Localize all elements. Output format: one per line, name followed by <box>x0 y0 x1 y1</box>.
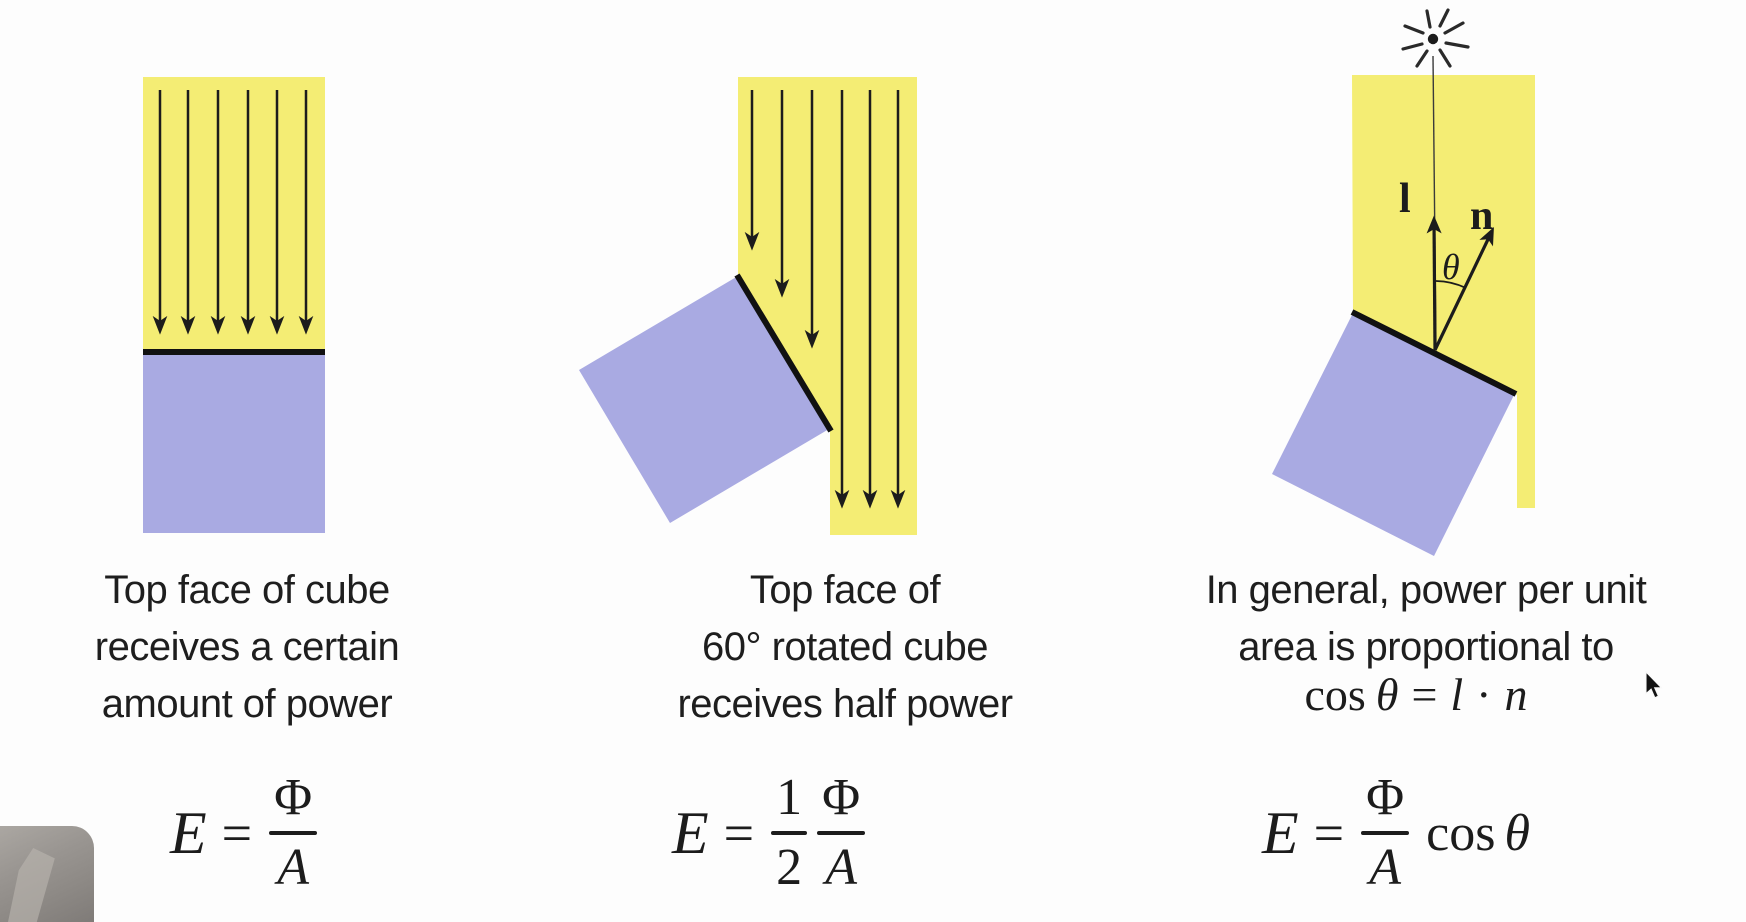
caption-left: Top face of cube receives a certain amou… <box>27 562 467 733</box>
light-rays-middle <box>744 90 906 509</box>
label-theta: θ <box>1442 247 1460 287</box>
video-overlay-corner <box>0 826 94 922</box>
panel-left-diagram <box>143 77 325 533</box>
theta-term: θ <box>1375 669 1399 720</box>
lit-surface-right <box>1350 309 1518 397</box>
label-n: n <box>1470 193 1493 239</box>
fraction-phi-over-A: Φ A <box>1361 769 1410 896</box>
cube-middle-rotated <box>579 276 829 523</box>
irradiance-symbol: E <box>170 799 207 866</box>
n-term: n <box>1504 669 1528 720</box>
label-l: l <box>1399 176 1411 222</box>
caption-line: In general, power per unit <box>1205 568 1647 612</box>
light-beam-left <box>143 77 325 353</box>
numerator-one: 1 <box>776 769 803 826</box>
cube-left <box>143 355 325 533</box>
formula-middle: E = 1 2 Φ A <box>672 762 866 904</box>
caption-line: amount of power <box>101 682 393 726</box>
caption-line: receives half power <box>677 682 1013 726</box>
caption-line: 60° rotated cube <box>702 625 988 669</box>
lit-surface-middle <box>734 273 834 433</box>
cos-term: cos <box>1304 669 1366 720</box>
overlay-highlight <box>8 848 55 922</box>
irradiance-symbol: E <box>672 799 709 866</box>
equals-sign: = <box>723 803 755 863</box>
flux-symbol: Φ <box>822 769 861 826</box>
denominator-two: 2 <box>776 839 803 896</box>
equals-sign: = <box>1411 669 1438 720</box>
mouse-pointer-icon <box>1645 670 1663 699</box>
area-symbol: A <box>1369 839 1402 896</box>
area-symbol: A <box>825 839 858 896</box>
flux-symbol: Φ <box>1366 769 1405 826</box>
equals-sign: = <box>221 803 253 863</box>
fraction-bar <box>1361 831 1410 835</box>
panel-middle-diagram <box>579 77 917 535</box>
formula-left: E = Φ A <box>170 762 318 904</box>
fraction-phi-over-A: Φ A <box>269 769 318 896</box>
sunburst-icon <box>1401 8 1470 68</box>
light-rays-left <box>152 90 314 335</box>
theta-angle-arc <box>1435 280 1467 289</box>
panel-right-diagram: l n θ <box>1272 8 1535 556</box>
l-term: l <box>1450 669 1464 720</box>
flux-symbol: Φ <box>274 769 313 826</box>
caption-right: In general, power per unit area is propo… <box>1146 562 1706 676</box>
fraction-bar <box>269 831 318 835</box>
fraction-bar <box>771 831 808 835</box>
caption-line: Top face of <box>749 568 941 612</box>
light-vector-l <box>1426 215 1442 351</box>
fraction-bar <box>817 831 866 835</box>
area-symbol: A <box>277 839 310 896</box>
equals-sign: = <box>1313 803 1345 863</box>
irradiance-symbol: E <box>1262 799 1299 866</box>
caption-middle: Top face of 60° rotated cube receives ha… <box>625 562 1065 733</box>
fraction-one-half: 1 2 <box>771 769 808 896</box>
normal-vector-n <box>1433 226 1494 351</box>
cube-right-rotated <box>1272 313 1515 556</box>
cos-term: cos <box>1426 804 1496 862</box>
formula-right: E = Φ A cos θ <box>1262 762 1530 904</box>
dot-operator: · <box>1476 669 1492 720</box>
fraction-phi-over-A: Φ A <box>817 769 866 896</box>
caption-line: Top face of cube <box>104 568 390 612</box>
caption-line: receives a certain <box>94 625 400 669</box>
light-beam-right <box>1352 75 1535 508</box>
theta-term: θ <box>1504 804 1531 862</box>
caption-line: area is proportional to <box>1238 625 1614 669</box>
